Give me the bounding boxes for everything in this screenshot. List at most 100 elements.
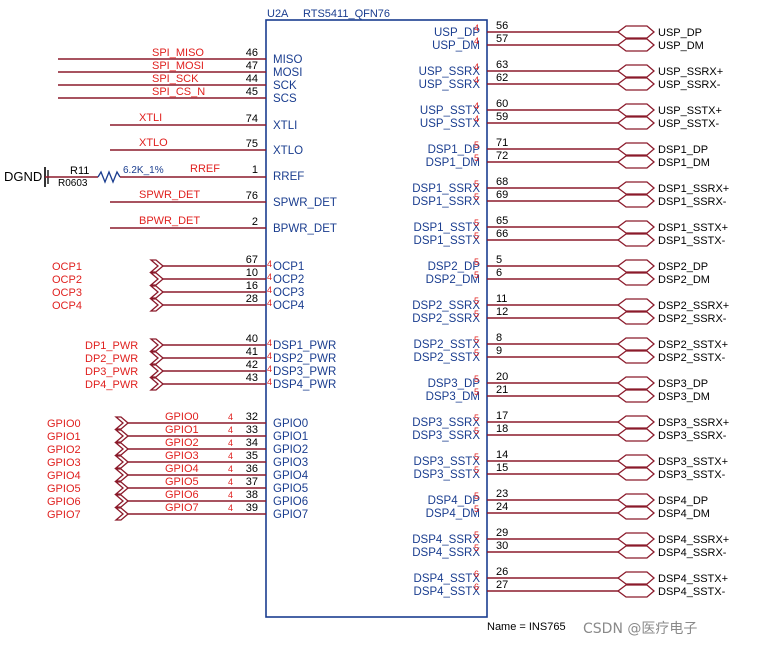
pin-number: 42 <box>246 359 258 371</box>
pin-number: 68 <box>496 176 508 188</box>
offpage-port-symbol <box>114 507 129 521</box>
pin-name: DSP3_DP <box>428 378 481 390</box>
sheet-ref-mark: 5 <box>474 335 479 345</box>
offpage-port-symbol <box>617 181 655 195</box>
sheet-ref-mark: 5 <box>474 452 479 462</box>
sheet-ref-mark: 6 <box>474 582 479 592</box>
port-label: GPIO0 <box>47 418 81 430</box>
pin-number: 36 <box>246 463 258 475</box>
watermark-text: CSDN @医疗电子 <box>583 621 697 637</box>
pin-number: 1 <box>252 164 258 176</box>
pin-name: DSP4_PWR <box>273 379 336 391</box>
pin-name: BPWR_DET <box>273 223 337 235</box>
pin-number: 35 <box>246 450 258 462</box>
net-port-label: DSP4_SSRX+ <box>658 534 729 546</box>
pin-number: 76 <box>246 190 258 202</box>
pin-number: 34 <box>246 437 258 449</box>
offpage-port-symbol <box>149 259 164 273</box>
sheet-ref-mark: 5 <box>474 374 479 384</box>
port-label: GPIO3 <box>47 457 81 469</box>
offpage-port-symbol <box>617 467 655 481</box>
pin-name: DSP3_DM <box>426 391 480 403</box>
pin-name: SPWR_DET <box>273 197 337 209</box>
pin-number: 23 <box>496 488 508 500</box>
offpage-port-symbol <box>617 77 655 91</box>
pin-name: MISO <box>273 54 302 66</box>
pin-name: USP_DM <box>432 40 480 52</box>
pin-number: 63 <box>496 59 508 71</box>
pin-name: USP_SSRX <box>419 66 481 78</box>
offpage-port-symbol <box>617 64 655 78</box>
net-port-label: DSP2_SSTX+ <box>658 339 728 351</box>
pin-name: MOSI <box>273 67 302 79</box>
offpage-port-symbol <box>149 285 164 299</box>
pin-number: 10 <box>246 267 258 279</box>
pin-number: 26 <box>496 566 508 578</box>
pin-name: DSP3_SSTX <box>414 469 481 481</box>
sheet-ref-mark: 4 <box>267 377 272 387</box>
sheet-ref-mark: 4 <box>267 272 272 282</box>
net-label: DP3_PWR <box>85 366 138 378</box>
net-label: BPWR_DET <box>139 215 200 227</box>
offpage-port-symbol <box>617 25 655 39</box>
pin-number: 32 <box>246 411 258 423</box>
net-label: SPI_CS_N <box>152 86 205 98</box>
resistor-r11[interactable] <box>44 167 266 187</box>
